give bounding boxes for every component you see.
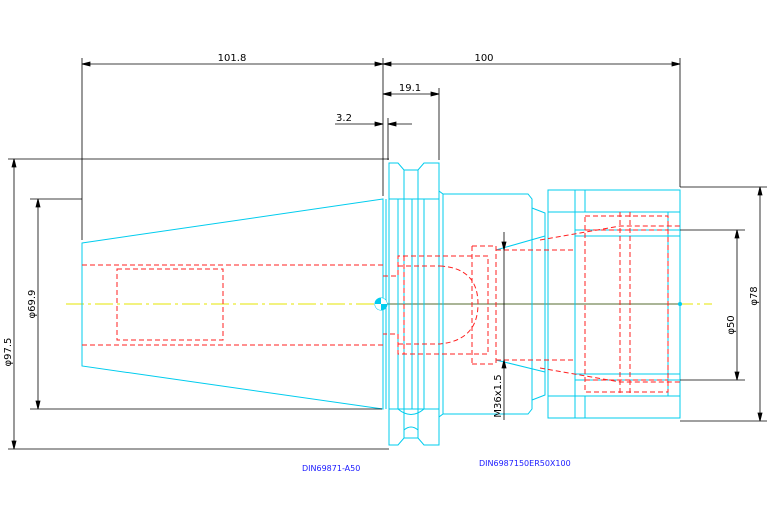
dim-dia-nut: φ78 <box>749 286 760 305</box>
part-label-left: DIN69871-A50 <box>302 464 360 473</box>
dim-gap: 3.2 <box>336 113 352 124</box>
dim-total-taper: 101.8 <box>218 53 247 64</box>
end-mark <box>678 302 682 306</box>
dim-flange-width: 19.1 <box>399 83 421 94</box>
dim-dia-bore: φ50 <box>726 315 737 334</box>
dim-thread: M36x1.5 <box>493 374 504 417</box>
dim-total-body: 100 <box>474 53 493 64</box>
hidden-lines <box>82 212 680 396</box>
part-label-right: DIN6987150ER50X100 <box>479 459 571 468</box>
dimensions <box>8 58 767 450</box>
dim-dia-flange: φ97.5 <box>3 338 14 367</box>
dim-dia-taper: φ69.9 <box>27 290 38 319</box>
